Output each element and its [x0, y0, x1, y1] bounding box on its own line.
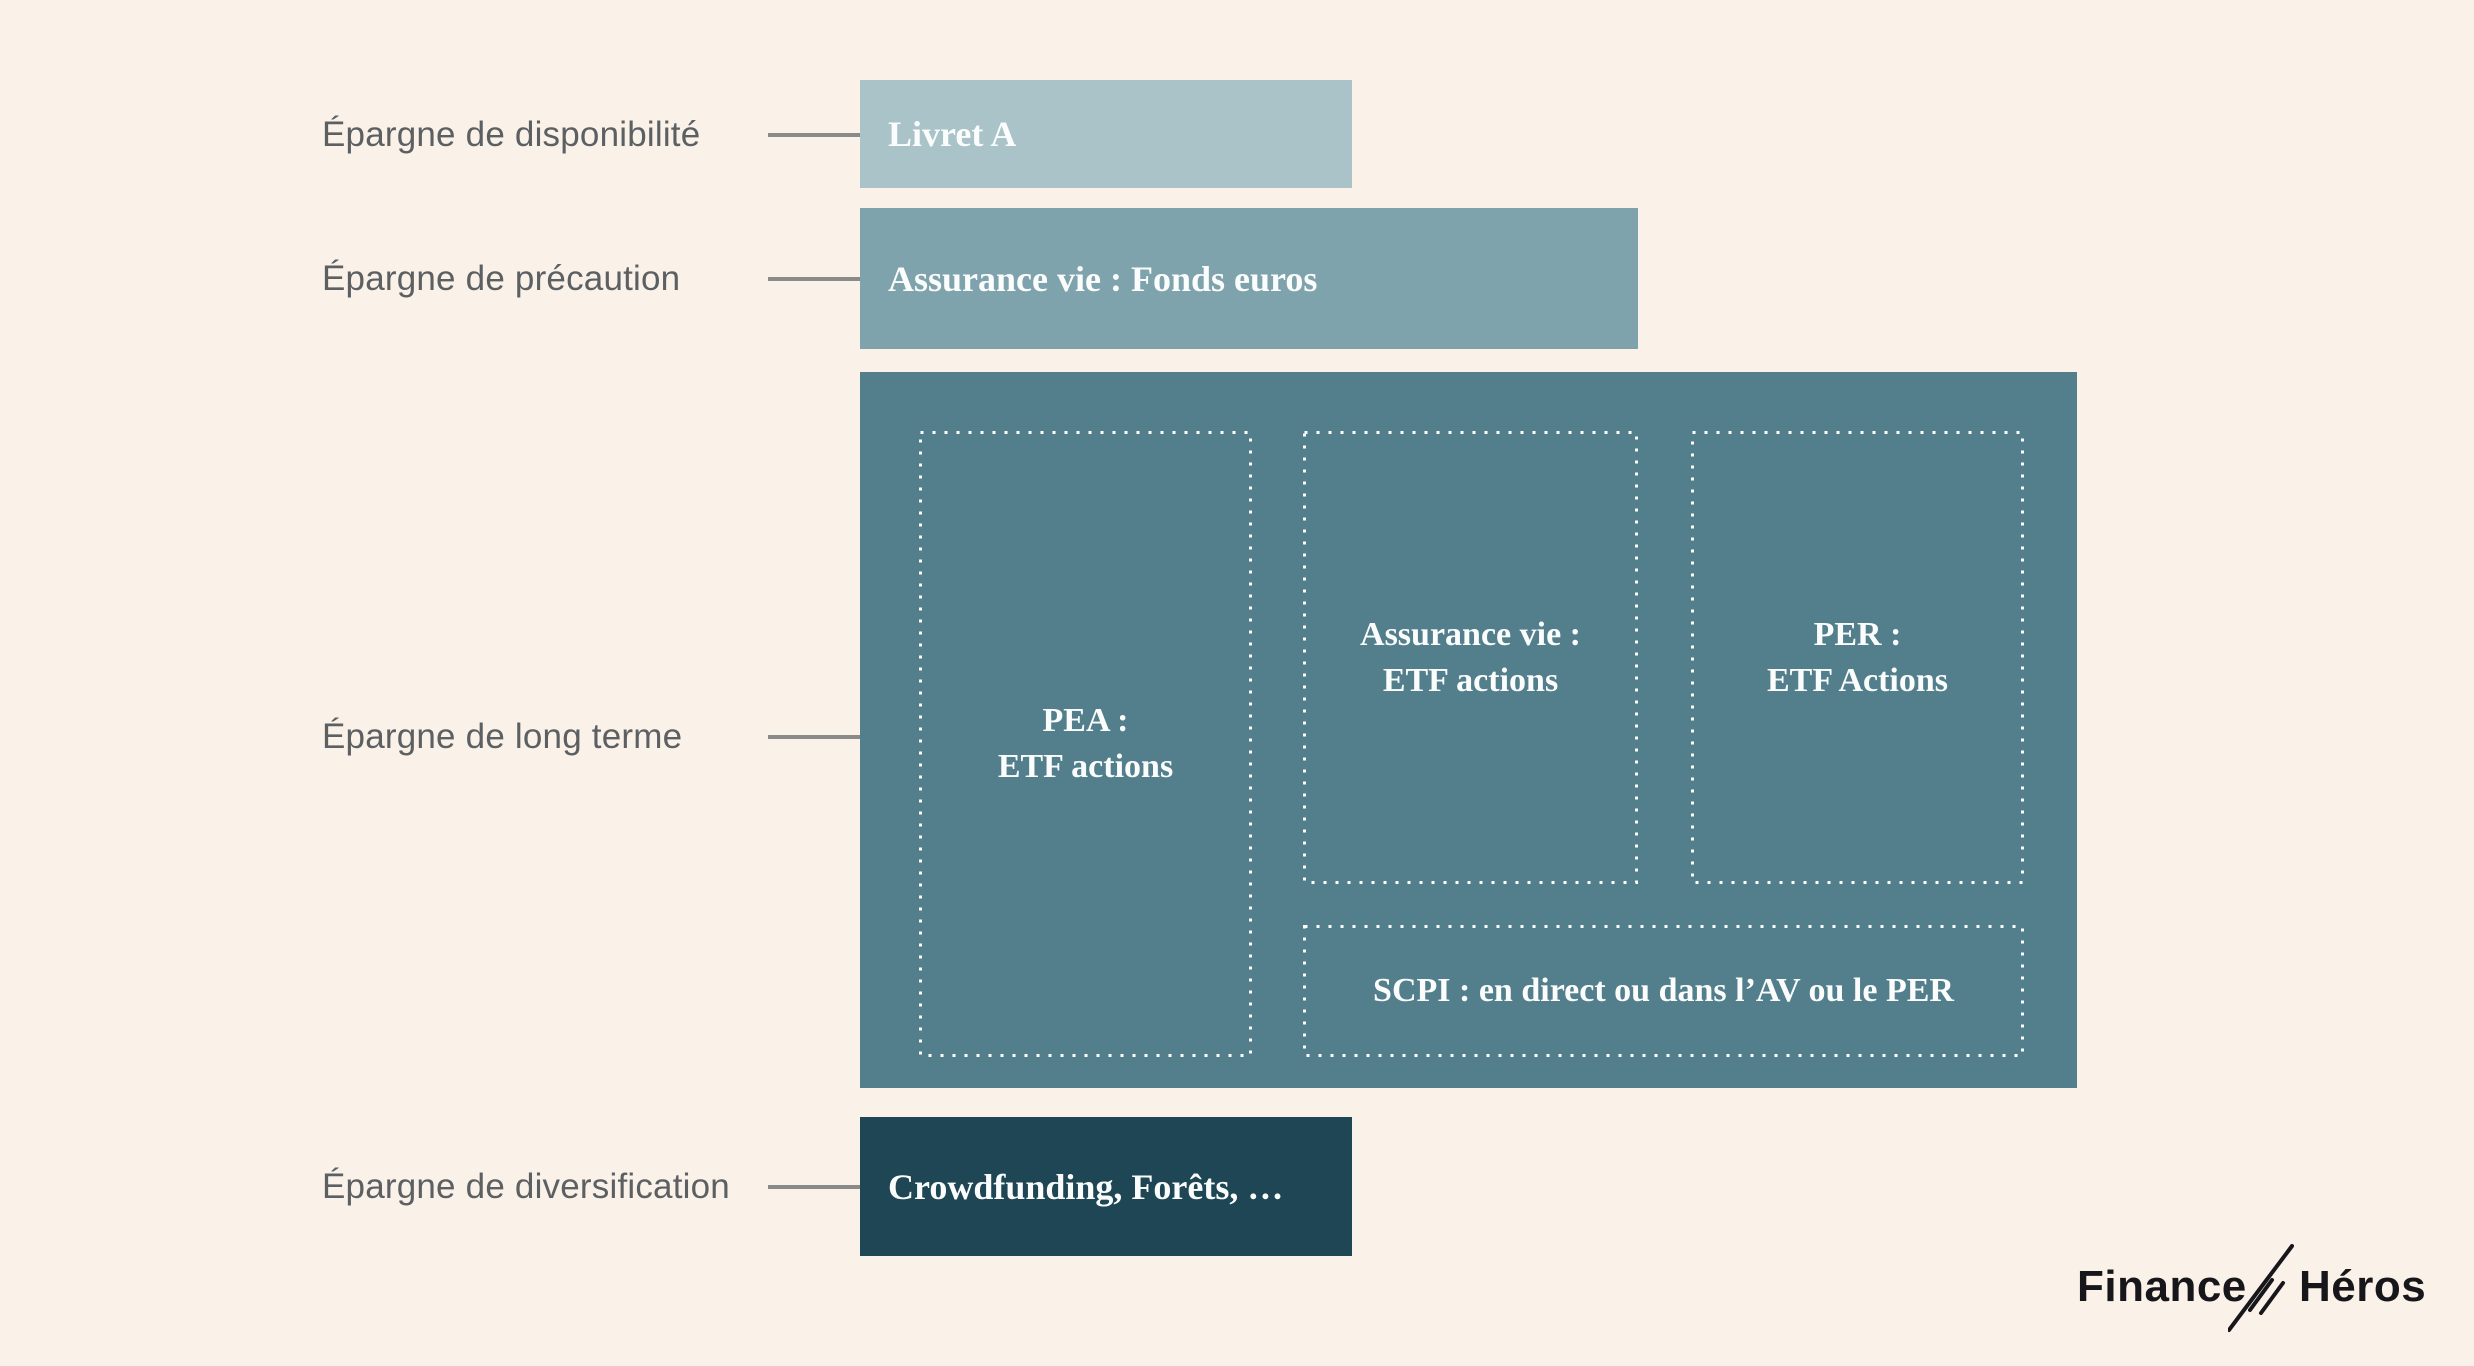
box-assurance-vie-fonds-euros-label: Assurance vie : Fonds euros [888, 258, 1318, 299]
label-epargne-disponibilite: Épargne de disponibilité [322, 115, 701, 154]
box-pea-line2: ETF actions [997, 748, 1174, 785]
box-livret-a-label: Livret A [888, 114, 1017, 154]
box-assurance-vie-etf-line2: ETF actions [1382, 661, 1559, 699]
box-assurance-vie-etf-actions: Assurance vie : ETF actions [1303, 431, 1638, 884]
box-scpi: SCPI : en direct ou dans l’AV ou le PER [1303, 925, 2024, 1057]
connector-line-diversification [768, 1185, 862, 1189]
box-epargne-long-terme: PEA : ETF actions Assurance vie : ETF ac… [860, 372, 2077, 1088]
box-crowdfunding-forets: Crowdfunding, Forêts, … [860, 1117, 1352, 1256]
connector-line-disponibilite [768, 133, 862, 137]
label-epargne-diversification: Épargne de diversification [322, 1167, 730, 1206]
connector-line-precaution [768, 277, 862, 281]
box-pea-etf-actions: PEA : ETF actions [919, 431, 1252, 1057]
label-epargne-precaution: Épargne de précaution [322, 259, 681, 298]
label-epargne-long-terme: Épargne de long terme [322, 717, 683, 756]
box-livret-a: Livret A [860, 80, 1352, 188]
box-per-line1: PER : [1813, 615, 1902, 653]
box-scpi-label: SCPI : en direct ou dans l’AV ou le PER [1373, 972, 1954, 1009]
box-per-line2: ETF Actions [1766, 661, 1949, 699]
finance-heros-logo: Finance Héros [2077, 1244, 2437, 1334]
box-assurance-vie-etf-line1: Assurance vie : [1360, 615, 1581, 653]
logo-word-finance: Finance [2077, 1262, 2247, 1311]
box-assurance-vie-fonds-euros: Assurance vie : Fonds euros [860, 208, 1638, 349]
box-pea-line1: PEA : [1042, 702, 1129, 739]
logo-word-heros: Héros [2299, 1262, 2427, 1311]
box-crowdfunding-forets-label: Crowdfunding, Forêts, … [888, 1166, 1284, 1207]
connector-line-long-terme [768, 735, 862, 739]
double-slash-icon [2228, 1244, 2294, 1332]
box-per-etf-actions: PER : ETF Actions [1691, 431, 2024, 884]
